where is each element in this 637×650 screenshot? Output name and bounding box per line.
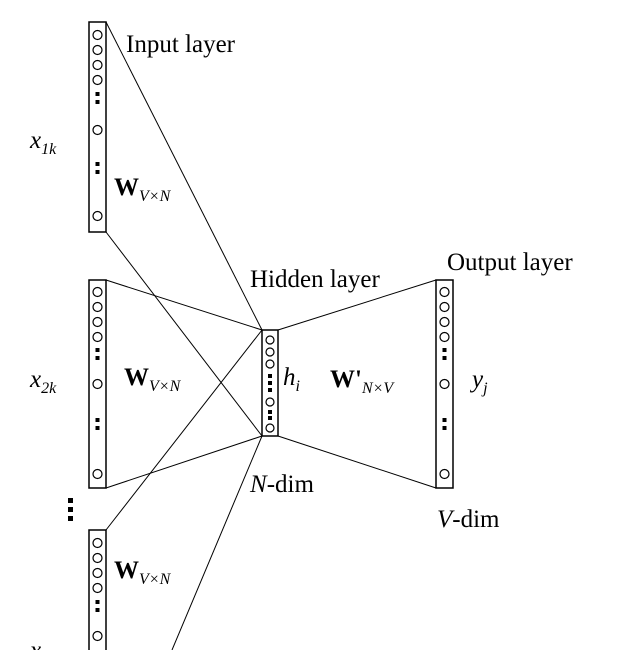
output-node (439, 301, 450, 313)
input2-node (92, 301, 103, 313)
output-node (439, 468, 450, 480)
input-var-3: xCk (29, 637, 60, 650)
input3-node (92, 582, 103, 594)
conn-input3-top (105, 329, 263, 531)
conn-output-top (277, 279, 437, 331)
output-node (439, 378, 450, 390)
input-layer-1 (88, 21, 107, 233)
input2-node (92, 316, 103, 328)
conn-input2-bottom (105, 435, 263, 489)
conn-input1-top (105, 21, 263, 331)
input1-node (92, 29, 103, 41)
output-node (439, 331, 450, 343)
output-node (439, 316, 450, 328)
input2-node (92, 378, 103, 390)
input1-node (92, 74, 103, 86)
n-dim-label: N-dim (249, 471, 314, 498)
v-dim-label: V-dim (437, 506, 500, 533)
hidden-node (265, 397, 275, 407)
hidden-layer-label: Hidden layer (250, 266, 380, 293)
hidden-node (265, 347, 275, 357)
hidden-node (265, 335, 275, 345)
input-layer-3 (88, 529, 107, 650)
output-weight-label: W'N×V (330, 366, 395, 397)
input2-node (92, 331, 103, 343)
input2-node (92, 286, 103, 298)
input3-node (92, 630, 103, 642)
output-node (439, 286, 450, 298)
input-var-2: x2k (29, 366, 57, 397)
input-layer-label: Input layer (126, 31, 236, 58)
weight-label-1: WV×N (114, 174, 172, 205)
weight-label-3: WV×N (114, 557, 172, 588)
input1-node (92, 44, 103, 56)
input1-node (92, 59, 103, 71)
output-layer (435, 279, 454, 489)
input2-node (92, 468, 103, 480)
conn-input3-bottom (171, 435, 263, 650)
weight-label-2: WV×N (124, 364, 182, 395)
output-var: yj (469, 366, 488, 397)
more-inputs-ellipsis (68, 498, 73, 521)
input-layer-2 (88, 279, 107, 489)
conn-input1-bottom (105, 231, 263, 437)
connections (105, 21, 437, 650)
hidden-var: hi (283, 364, 300, 395)
output-layer-label: Output layer (447, 249, 573, 276)
input1-node (92, 124, 103, 136)
input-var-1: x1k (29, 127, 57, 158)
input3-node (92, 537, 103, 549)
conn-output-bottom (277, 435, 437, 489)
hidden-node (265, 359, 275, 369)
input3-node (92, 567, 103, 579)
input1-node (92, 210, 103, 222)
conn-input2-top (105, 279, 263, 331)
hidden-node (265, 423, 275, 433)
input3-node (92, 552, 103, 564)
hidden-layer (261, 329, 279, 437)
